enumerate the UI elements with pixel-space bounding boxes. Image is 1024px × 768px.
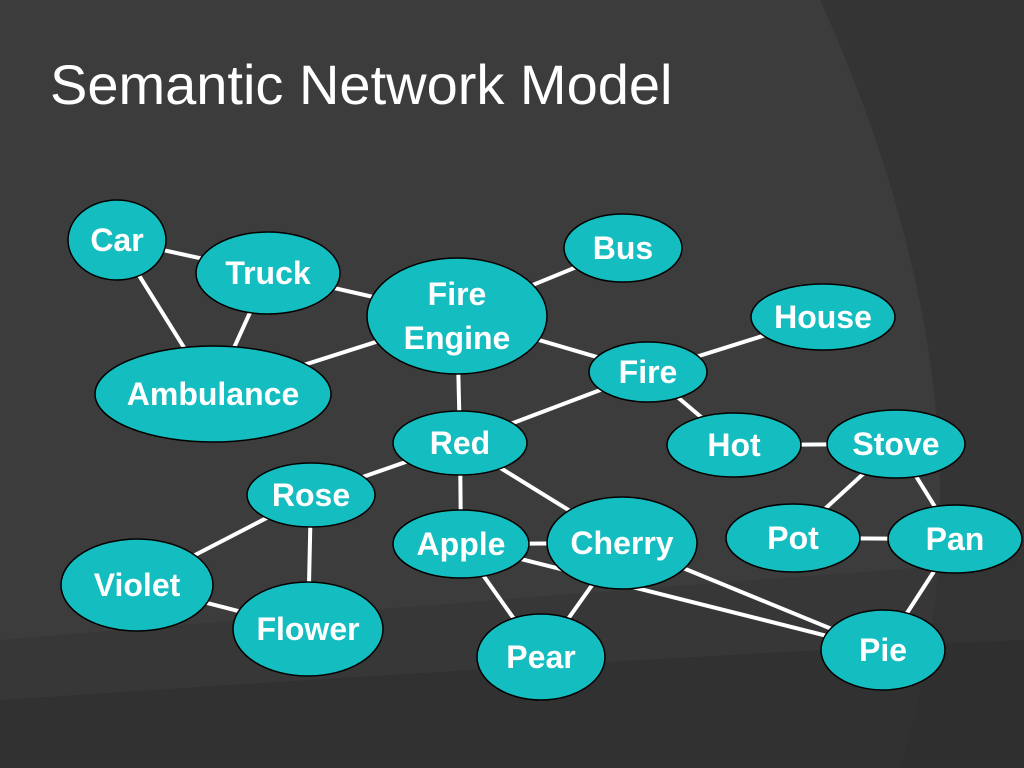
node-violet: Violet bbox=[60, 538, 214, 632]
node-label-pie: Pie bbox=[859, 632, 907, 668]
node-label-fire-engine-1: Engine bbox=[404, 320, 511, 356]
node-label-flower: Flower bbox=[256, 611, 359, 647]
node-label-stove: Stove bbox=[852, 426, 939, 462]
node-pot: Pot bbox=[725, 503, 861, 573]
node-ellipse-stove bbox=[826, 409, 966, 479]
node-flower: Flower bbox=[232, 581, 384, 677]
node-ellipse-violet bbox=[60, 538, 214, 632]
node-ellipse-apple bbox=[392, 509, 530, 579]
node-label-truck: Truck bbox=[225, 255, 311, 291]
node-fire: Fire bbox=[588, 341, 708, 403]
node-label-bus: Bus bbox=[593, 230, 653, 266]
node-ellipse-pan bbox=[887, 504, 1023, 574]
node-ellipse-pot bbox=[725, 503, 861, 573]
node-hot: Hot bbox=[666, 412, 802, 478]
node-ellipse-flower bbox=[232, 581, 384, 677]
node-stove: Stove bbox=[826, 409, 966, 479]
node-ellipse-fire bbox=[588, 341, 708, 403]
node-apple: Apple bbox=[392, 509, 530, 579]
node-cherry: Cherry bbox=[546, 496, 698, 590]
node-label-house: House bbox=[774, 299, 872, 335]
node-label-pan: Pan bbox=[926, 521, 985, 557]
node-ellipse-cherry bbox=[546, 496, 698, 590]
node-ellipse-bus bbox=[563, 213, 683, 283]
node-red: Red bbox=[392, 410, 528, 476]
node-label-fire-engine-0: Fire bbox=[428, 276, 487, 312]
node-ellipse-red bbox=[392, 410, 528, 476]
node-label-hot: Hot bbox=[707, 427, 761, 463]
node-ambulance: Ambulance bbox=[94, 345, 332, 443]
node-pie: Pie bbox=[820, 609, 946, 691]
node-ellipse-rose bbox=[246, 462, 376, 528]
node-car: Car bbox=[67, 199, 167, 281]
slide-title: Semantic Network Model bbox=[50, 53, 673, 116]
node-label-car: Car bbox=[90, 222, 143, 258]
node-house: House bbox=[750, 283, 896, 351]
nodes-layer: CarTruckFireEngineBusHouseAmbulanceFireR… bbox=[60, 199, 1023, 701]
node-ellipse-hot bbox=[666, 412, 802, 478]
node-ellipse-truck bbox=[195, 231, 341, 315]
node-label-apple: Apple bbox=[417, 526, 506, 562]
node-label-red: Red bbox=[430, 425, 490, 461]
node-label-pear: Pear bbox=[506, 639, 575, 675]
node-ellipse-pie bbox=[820, 609, 946, 691]
edge-apple-pie bbox=[459, 542, 885, 652]
node-label-rose: Rose bbox=[272, 477, 350, 513]
node-label-ambulance: Ambulance bbox=[127, 376, 299, 412]
node-pear: Pear bbox=[476, 613, 606, 701]
node-label-fire: Fire bbox=[619, 354, 678, 390]
node-ellipse-house bbox=[750, 283, 896, 351]
node-ellipse-pear bbox=[476, 613, 606, 701]
node-label-violet: Violet bbox=[94, 567, 181, 603]
node-pan: Pan bbox=[887, 504, 1023, 574]
node-label-pot: Pot bbox=[767, 520, 819, 556]
node-ellipse-ambulance bbox=[94, 345, 332, 443]
node-truck: Truck bbox=[195, 231, 341, 315]
node-ellipse-car bbox=[67, 199, 167, 281]
node-ellipse-fire-engine bbox=[366, 257, 548, 375]
node-label-cherry: Cherry bbox=[570, 525, 673, 561]
node-bus: Bus bbox=[563, 213, 683, 283]
node-rose: Rose bbox=[246, 462, 376, 528]
